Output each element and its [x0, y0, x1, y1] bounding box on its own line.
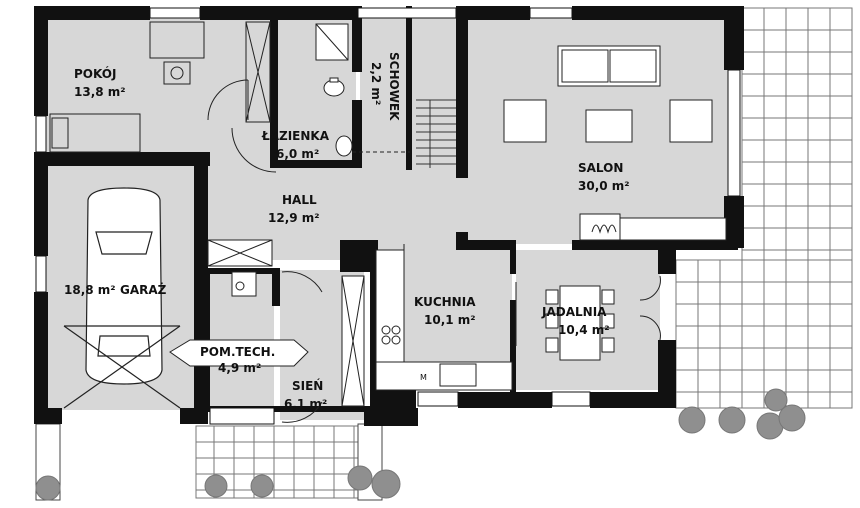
area-lazienka: 6,0 m² [276, 147, 319, 161]
shrubs [35, 388, 806, 501]
area-garaz: 18,8 m² [64, 283, 116, 297]
garage-car [63, 187, 181, 409]
label-hall: HALL [282, 193, 317, 207]
area-hall: 12,9 m² [268, 211, 320, 225]
label-jadalnia: JADALNIA [541, 305, 607, 319]
salon-furniture [503, 45, 727, 241]
area-schowek: 2,2 m² [369, 62, 383, 105]
label-garaz: GARAŻ [120, 282, 167, 297]
label-kuchnia: KUCHNIA [414, 295, 476, 309]
label-pomtech: POM.TECH. [200, 345, 275, 359]
pokoj-furniture [49, 21, 271, 153]
area-jadalnia: 10,4 m² [558, 323, 610, 337]
entry-fixtures [169, 239, 365, 423]
lower-terrace [675, 259, 853, 409]
dining-table [545, 275, 661, 361]
microwave-label: M [420, 373, 427, 382]
label-pokoj: POKÓJ [74, 66, 116, 81]
label-salon: SALON [578, 161, 623, 175]
area-sien: 6,1 m² [284, 397, 327, 411]
area-kuchnia: 10,1 m² [424, 313, 476, 327]
kitchen-fixtures [375, 244, 517, 391]
area-salon: 30,0 m² [578, 179, 630, 193]
label-sien: SIEŃ [292, 378, 323, 393]
area-pokoj: 13,8 m² [74, 85, 126, 99]
label-lazienka: ŁAZIENKA [261, 129, 330, 143]
label-schowek: SCHOWEK [387, 52, 401, 121]
stairs [416, 99, 456, 168]
lazienka-fixtures [231, 23, 353, 173]
area-pomtech: 4,9 m² [218, 361, 261, 375]
windows [35, 7, 741, 425]
